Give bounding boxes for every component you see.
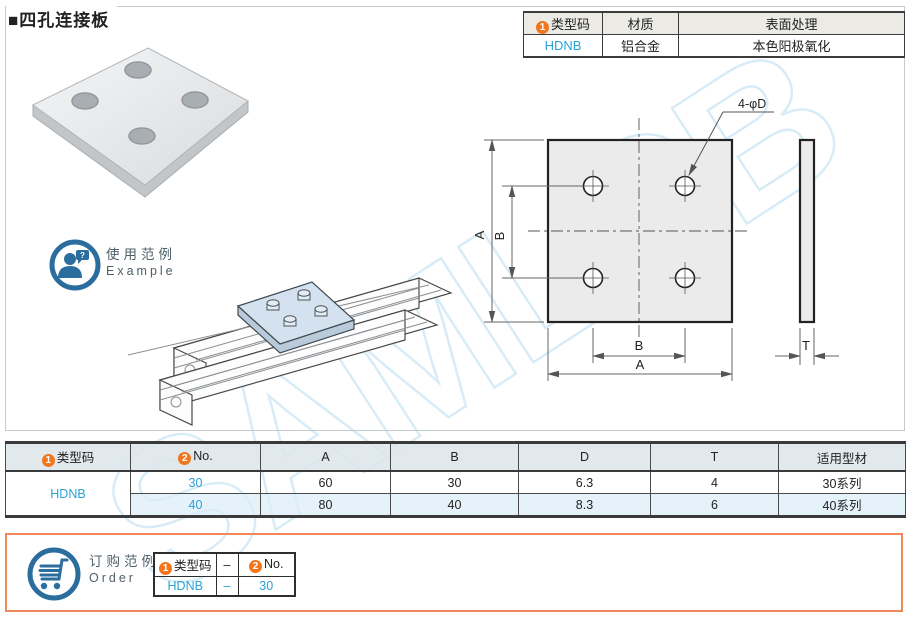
- person-question-icon: ?: [49, 239, 101, 291]
- size-b: 40: [390, 493, 519, 517]
- cart-icon: [27, 547, 81, 601]
- order-type-code: HDNB: [153, 576, 217, 597]
- dimension-drawing: A B B A 4-φD T: [472, 97, 839, 381]
- size-type-code: HDNB: [5, 470, 131, 517]
- product-photo: [32, 47, 249, 198]
- side-view-plate: [798, 138, 816, 324]
- plate-hole: [128, 127, 156, 145]
- screws: [266, 289, 328, 327]
- order-no: 30: [237, 576, 296, 597]
- size-header-t: T: [650, 442, 779, 472]
- size-a: 80: [260, 493, 391, 517]
- hole-callout-label: 4-φD: [738, 97, 766, 111]
- size-table-row-30: HDNB 30 60 30 6.3 4 30系列: [5, 470, 906, 517]
- size-d: 8.3: [518, 493, 651, 517]
- badge-1: 1: [535, 20, 549, 34]
- order-label-cn: 订购范例: [89, 554, 159, 569]
- badge-2: 2: [249, 560, 263, 573]
- size-a: 60: [260, 470, 391, 494]
- usage-label-en: Example: [106, 264, 176, 278]
- usage-label-cn: 使用范例: [106, 247, 176, 262]
- connecting-plate: [236, 281, 356, 354]
- size-no: 40: [130, 493, 261, 517]
- spec-type-code: HDNB: [523, 34, 603, 58]
- dim-label-a-bottom: A: [636, 357, 645, 372]
- plate-hole: [71, 92, 99, 110]
- page-title: ■四孔连接板: [6, 4, 118, 33]
- size-header-b: B: [390, 442, 519, 472]
- order-header-dash: –: [215, 552, 239, 577]
- main-content-frame: [5, 6, 905, 431]
- size-t: 4: [650, 470, 779, 494]
- size-no: 30: [130, 470, 261, 494]
- size-series: 30系列: [778, 470, 906, 494]
- order-table-data-row: HDNB – 30: [153, 576, 296, 597]
- plate-hole: [124, 61, 152, 79]
- order-label-en: Order: [89, 571, 136, 585]
- dim-label-t: T: [802, 338, 810, 353]
- spec-surface: 本色阳极氧化: [678, 34, 905, 58]
- spec-material: 铝合金: [602, 34, 679, 58]
- size-table-row-40: 40 80 40 8.3 6 40系列: [6, 493, 906, 517]
- order-example-label: 订购范例 Order: [89, 550, 159, 585]
- size-b: 30: [390, 470, 519, 494]
- dim-label-a-left: A: [472, 230, 487, 239]
- question-mark: ?: [80, 251, 85, 260]
- size-header-a: A: [260, 442, 391, 472]
- spec-table-data-row: HDNB 铝合金 本色阳极氧化: [523, 34, 905, 58]
- size-t: 6: [650, 493, 779, 517]
- dim-label-b-left: B: [492, 232, 507, 241]
- plate-hole: [181, 91, 209, 109]
- badge-2: 2: [178, 452, 192, 465]
- usage-example-illustration: [128, 277, 453, 426]
- badge-1: 1: [158, 562, 172, 575]
- plate-top-face: [32, 47, 249, 186]
- spec-header-material: 材质: [602, 11, 679, 35]
- badge-1: 1: [41, 454, 55, 467]
- size-series: 40系列: [778, 493, 906, 517]
- size-header-d: D: [518, 442, 651, 472]
- usage-example-label: 使用范例 Example: [106, 243, 176, 278]
- dim-label-b-bottom: B: [635, 338, 644, 353]
- size-header-series: 适用型材: [778, 442, 906, 472]
- order-dash: –: [215, 576, 239, 597]
- spec-header-surface: 表面处理: [678, 11, 905, 35]
- size-d: 6.3: [518, 470, 651, 494]
